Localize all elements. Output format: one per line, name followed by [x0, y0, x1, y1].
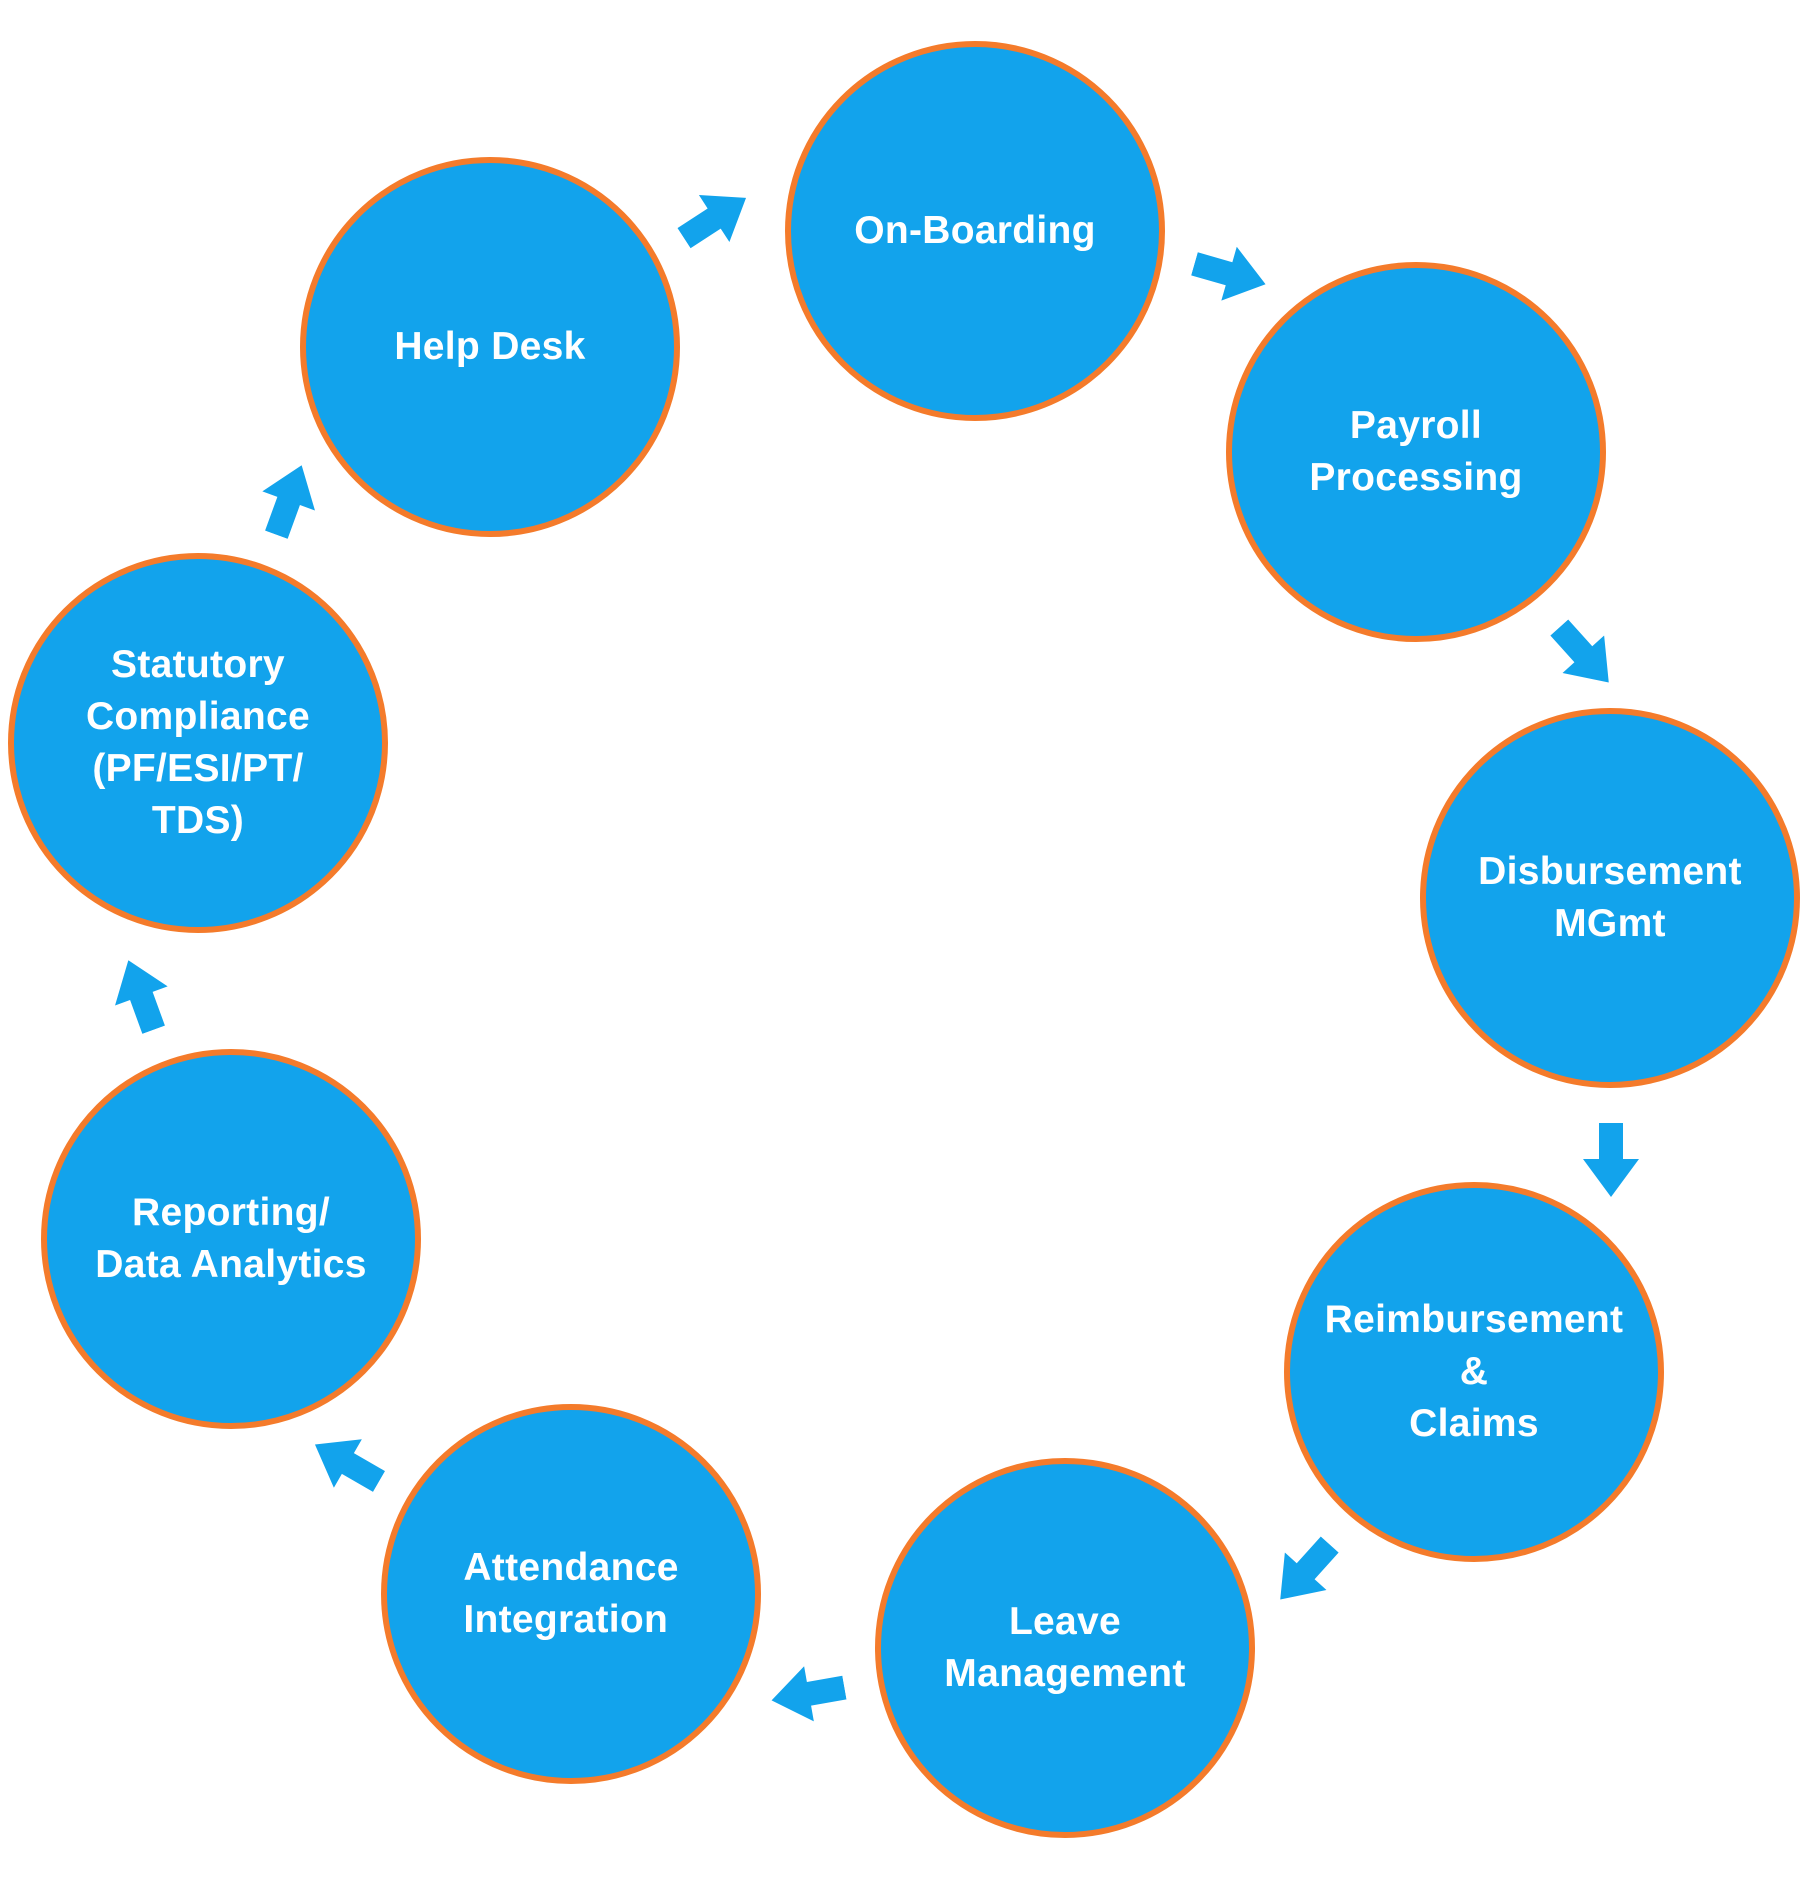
node-label-attendance-integration: Attendance Integration — [463, 1546, 679, 1641]
node-leave-management: Leave Management — [875, 1458, 1255, 1838]
node-label-payroll-processing: Payroll Processing — [1309, 404, 1523, 499]
node-label-reimbursement-claims: Reimbursement & Claims — [1324, 1298, 1624, 1445]
node-reporting-data-analytics: Reporting/ Data Analytics — [41, 1049, 421, 1429]
node-help-desk: Help Desk — [300, 157, 680, 537]
node-payroll-processing: Payroll Processing — [1226, 262, 1606, 642]
arrow-icon-reimbursement-to-leave — [1259, 1526, 1350, 1618]
arrow-icon-onboarding-to-payroll — [1187, 237, 1274, 311]
node-reimbursement-claims: Reimbursement & Claims — [1284, 1182, 1664, 1562]
arrow-icon-helpdesk-to-onboarding — [669, 174, 762, 261]
node-disbursement-management: Disbursement MGmt — [1420, 708, 1800, 1088]
node-label-onboarding: On-Boarding — [854, 209, 1096, 252]
node-label-leave-management: Leave Management — [944, 1600, 1186, 1695]
node-statutory-compliance: Statutory Compliance (PF/ESI/PT/ TDS) — [8, 553, 388, 933]
node-label-reporting-data-analytics: Reporting/ Data Analytics — [95, 1191, 367, 1286]
arrow-icon-attendance-to-reporting — [301, 1420, 393, 1505]
node-label-help-desk: Help Desk — [394, 325, 586, 368]
node-label-disbursement-management: Disbursement MGmt — [1478, 850, 1742, 945]
arrow-icon-leave-to-attendance — [767, 1660, 850, 1728]
arrow-icon-payroll-to-disbursement — [1538, 609, 1629, 701]
arrow-icon-reporting-to-statutory — [102, 951, 180, 1040]
node-attendance-integration: Attendance Integration — [381, 1404, 761, 1784]
arrow-icon-statutory-to-helpdesk — [250, 456, 328, 545]
node-onboarding: On-Boarding — [785, 41, 1165, 421]
arrow-icon-disbursement-to-reimbursement — [1583, 1123, 1639, 1197]
node-label-statutory-compliance: Statutory Compliance (PF/ESI/PT/ TDS) — [85, 643, 311, 842]
